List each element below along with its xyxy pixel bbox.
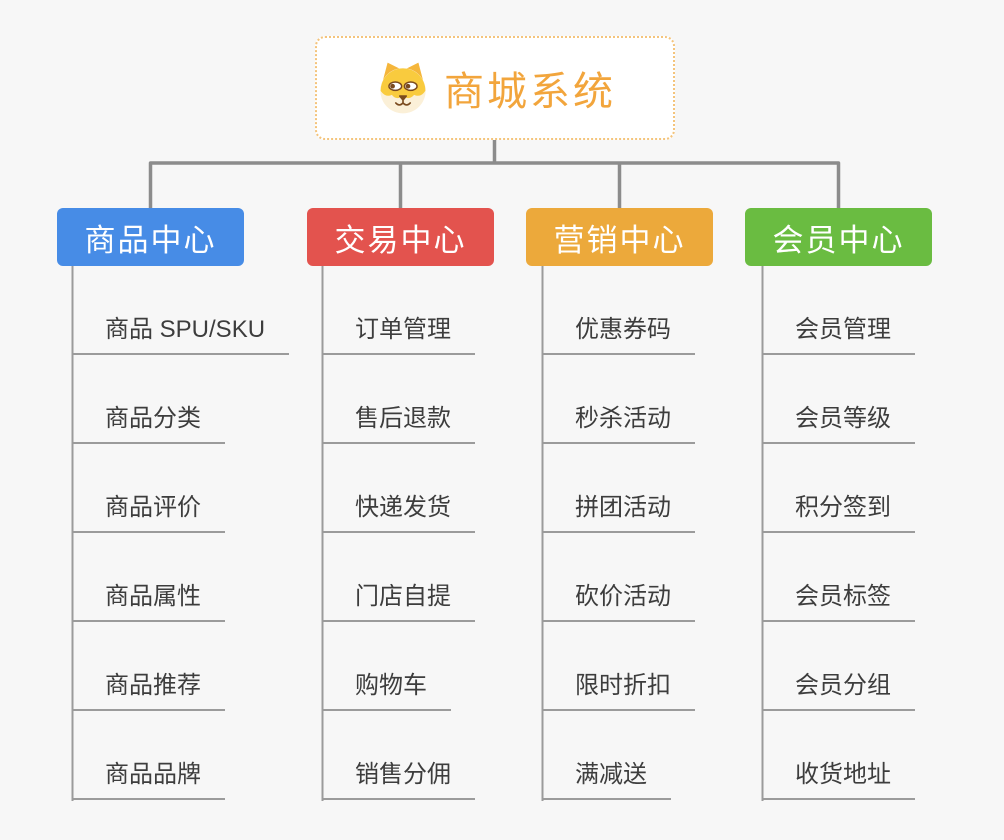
leaf-label: 拼团活动: [542, 487, 695, 533]
leaf-column-trade: 订单管理 售后退款 快递发货 门店自提 购物车 销售分佣: [322, 266, 475, 800]
leaf-label: 销售分佣: [322, 754, 475, 800]
leaf-label: 收货地址: [762, 754, 915, 800]
leaf-node-after-sale-refund[interactable]: 售后退款: [322, 355, 475, 444]
leaf-node-product-review[interactable]: 商品评价: [72, 444, 225, 533]
leaf-node-coupon-code[interactable]: 优惠券码: [542, 266, 695, 355]
leaf-node-product-category[interactable]: 商品分类: [72, 355, 225, 444]
leaf-node-flash-sale[interactable]: 秒杀活动: [542, 355, 695, 444]
leaf-node-group-buy[interactable]: 拼团活动: [542, 444, 695, 533]
root-node[interactable]: 商城系统: [315, 36, 675, 140]
leaf-node-points-checkin[interactable]: 积分签到: [762, 444, 915, 533]
leaf-node-store-pickup[interactable]: 门店自提: [322, 533, 475, 622]
branch-header-marketing-center[interactable]: 营销中心: [526, 208, 713, 266]
leaf-label: 商品属性: [72, 576, 225, 622]
leaf-node-member-group[interactable]: 会员分组: [762, 622, 915, 711]
leaf-node-shipping-address[interactable]: 收货地址: [762, 711, 915, 800]
leaf-node-order-management[interactable]: 订单管理: [322, 266, 475, 355]
leaf-column-marketing: 优惠券码 秒杀活动 拼团活动 砍价活动 限时折扣 满减送: [542, 266, 695, 800]
leaf-node-product-attribute[interactable]: 商品属性: [72, 533, 225, 622]
root-title: 商城系统: [444, 70, 616, 114]
leaf-node-shopping-cart[interactable]: 购物车: [322, 622, 451, 711]
leaf-node-product-recommend[interactable]: 商品推荐: [72, 622, 225, 711]
leaf-label: 快递发货: [322, 487, 475, 533]
leaf-label: 满减送: [542, 754, 671, 800]
leaf-label: 商品分类: [72, 398, 225, 444]
branch-header-member-center[interactable]: 会员中心: [745, 208, 932, 266]
branch-header-product-center[interactable]: 商品中心: [57, 208, 244, 266]
leaf-node-product-brand[interactable]: 商品品牌: [72, 711, 225, 800]
leaf-label: 积分签到: [762, 487, 915, 533]
leaf-label: 商品 SPU/SKU: [72, 309, 290, 355]
leaf-label: 商品品牌: [72, 754, 225, 800]
leaf-label: 秒杀活动: [542, 398, 695, 444]
leaf-label: 商品推荐: [72, 665, 225, 711]
leaf-column-member: 会员管理 会员等级 积分签到 会员标签 会员分组 收货地址: [762, 266, 915, 800]
leaf-node-express-delivery[interactable]: 快递发货: [322, 444, 475, 533]
leaf-node-product-spu-sku[interactable]: 商品 SPU/SKU: [72, 266, 290, 355]
leaf-node-sales-commission[interactable]: 销售分佣: [322, 711, 475, 800]
leaf-node-bargain-activity[interactable]: 砍价活动: [542, 533, 695, 622]
leaf-label: 订单管理: [322, 309, 475, 355]
leaf-label: 会员管理: [762, 309, 915, 355]
leaf-label: 会员分组: [762, 665, 915, 711]
leaf-label: 购物车: [322, 665, 451, 711]
leaf-node-member-tag[interactable]: 会员标签: [762, 533, 915, 622]
leaf-node-limited-time-discount[interactable]: 限时折扣: [542, 622, 695, 711]
leaf-label: 门店自提: [322, 576, 475, 622]
leaf-label: 优惠券码: [542, 309, 695, 355]
leaf-label: 售后退款: [322, 398, 475, 444]
leaf-label: 会员标签: [762, 576, 915, 622]
leaf-label: 会员等级: [762, 398, 915, 444]
leaf-label: 商品评价: [72, 487, 225, 533]
leaf-node-member-management[interactable]: 会员管理: [762, 266, 915, 355]
leaf-label: 限时折扣: [542, 665, 695, 711]
dog-icon: [380, 62, 426, 114]
leaf-column-product: 商品 SPU/SKU 商品分类 商品评价 商品属性 商品推荐 商品品牌: [72, 266, 290, 800]
branch-header-trade-center[interactable]: 交易中心: [307, 208, 494, 266]
leaf-node-member-level[interactable]: 会员等级: [762, 355, 915, 444]
leaf-node-full-reduction[interactable]: 满减送: [542, 711, 671, 800]
leaf-label: 砍价活动: [542, 576, 695, 622]
